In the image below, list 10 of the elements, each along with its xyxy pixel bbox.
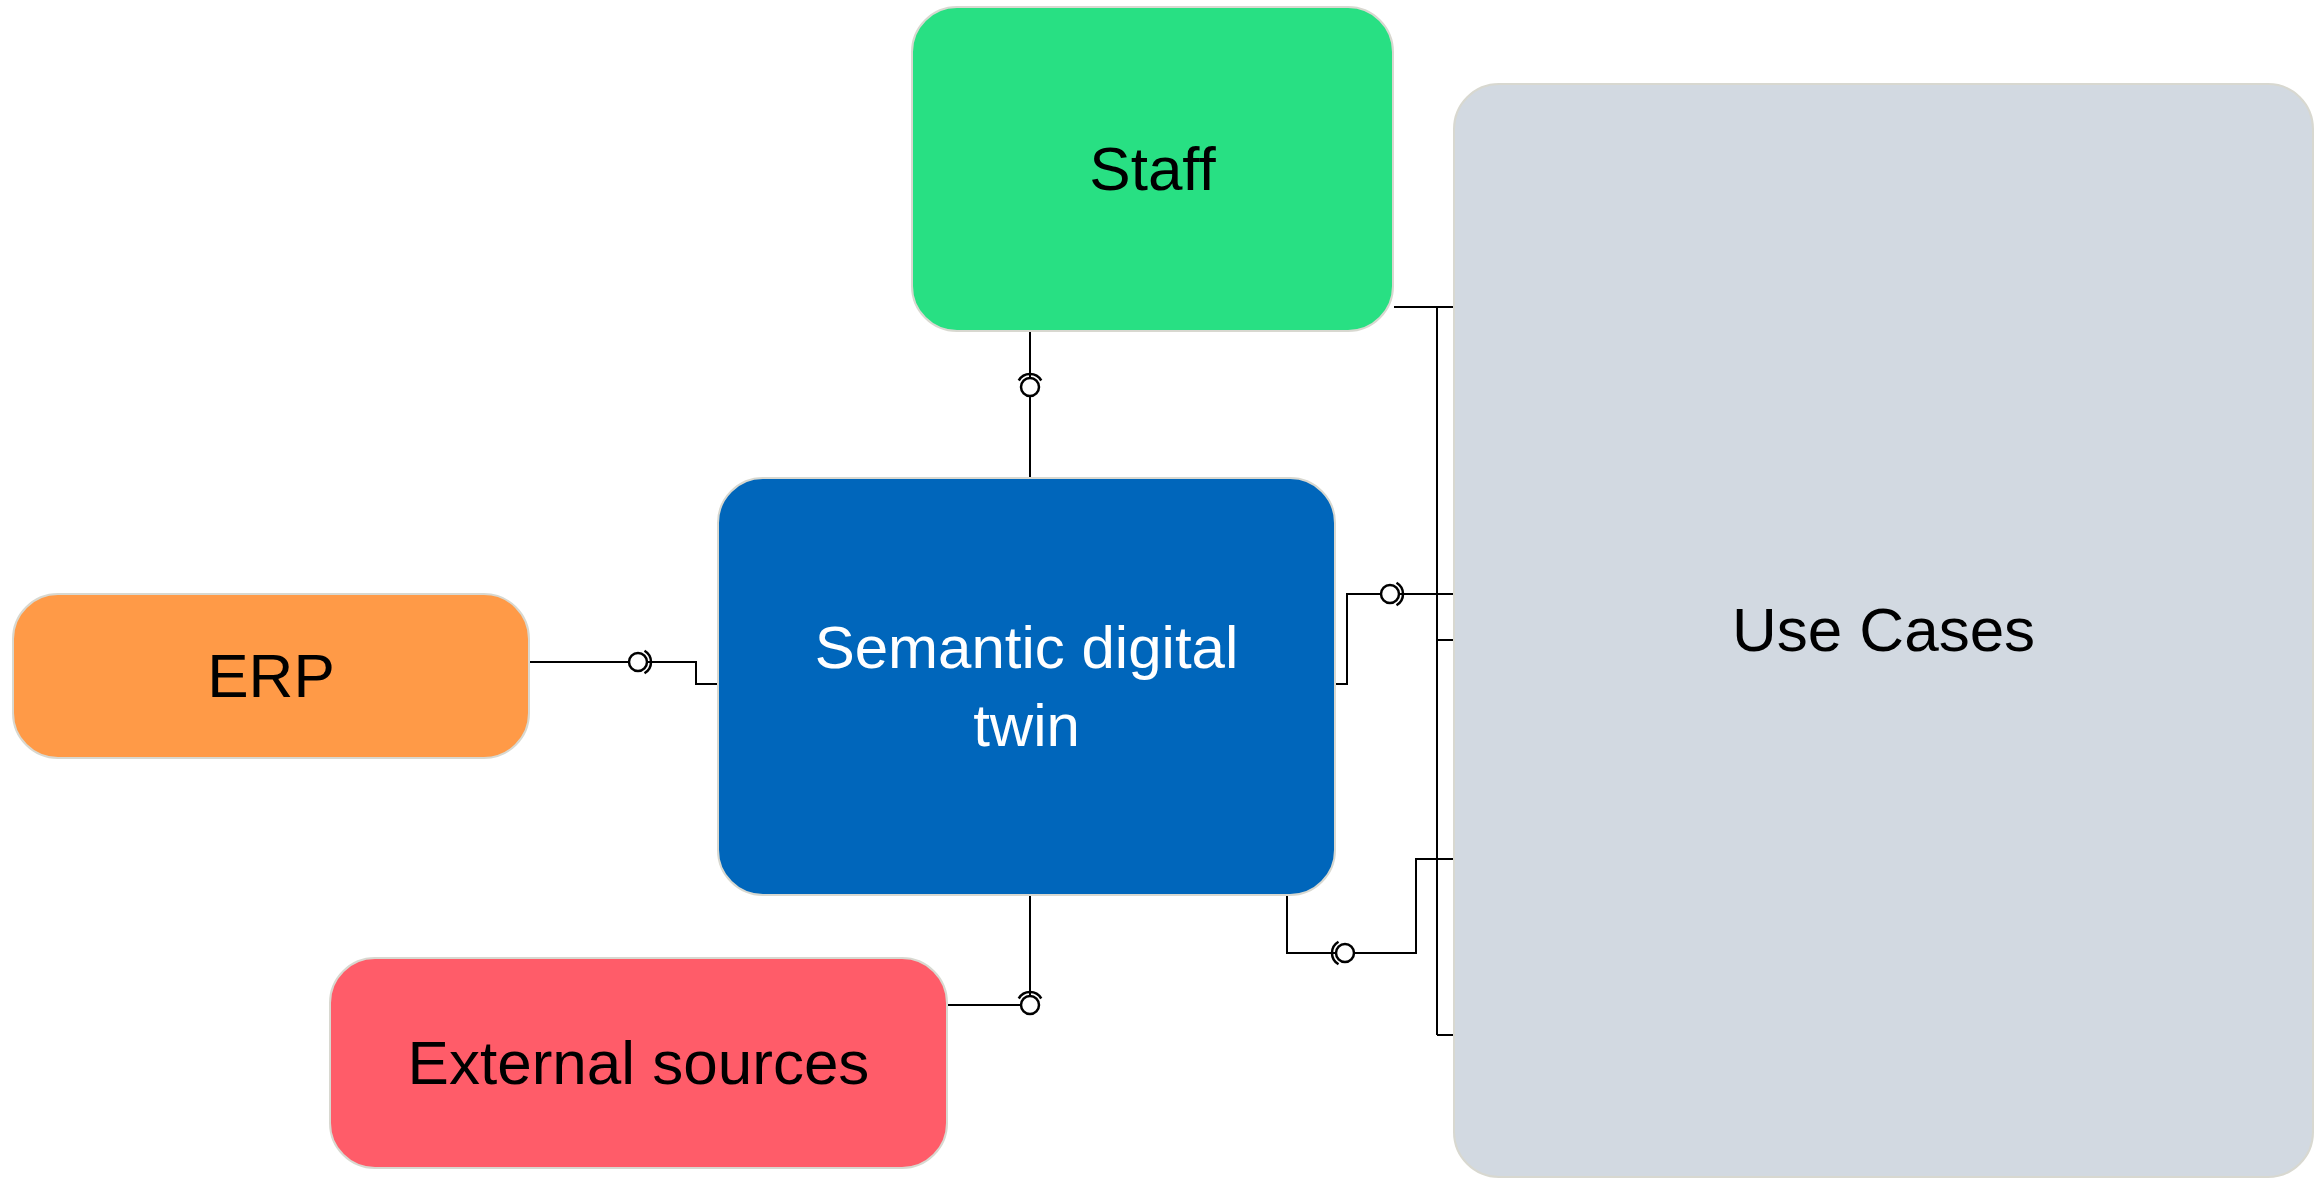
node-label: ERP	[207, 639, 335, 712]
component-box	[329, 957, 948, 1169]
node-label: Use Cases	[1731, 594, 2036, 667]
node-label: External sources	[407, 1026, 870, 1099]
actor-box	[911, 6, 1394, 332]
node-label: Staff	[1089, 132, 1216, 205]
component-box	[12, 593, 530, 759]
node-label: Semantic digital twin	[813, 612, 1240, 761]
component-box	[1453, 83, 2314, 1178]
component-box	[717, 477, 1336, 896]
